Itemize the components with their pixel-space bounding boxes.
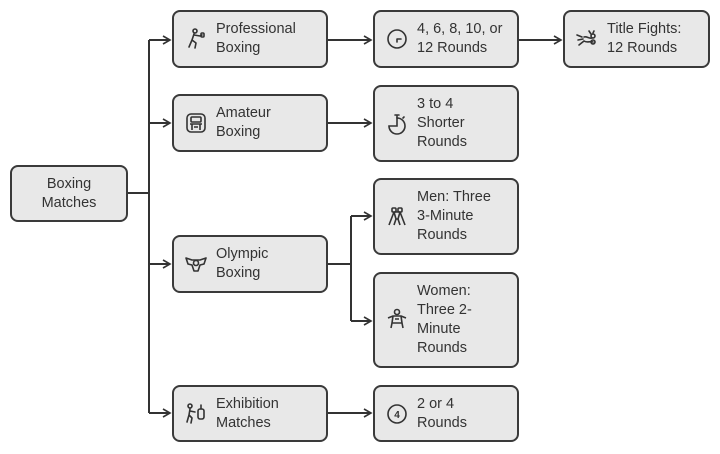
node-exhibition-matches[interactable]: Exhibition Matches — [172, 385, 328, 442]
node-pro-rounds[interactable]: 4, 6, 8, 10, or 12 Rounds — [373, 10, 519, 68]
node-olympic-women[interactable]: Women: Three 2- Minute Rounds — [373, 272, 519, 368]
node-label: Title Fights: 12 Rounds — [607, 21, 682, 56]
stopwatch-icon — [384, 111, 410, 137]
node-label: Women: Three 2- Minute Rounds — [417, 283, 472, 356]
championship-belt-icon — [183, 251, 209, 277]
node-professional-boxing[interactable]: Professional Boxing — [172, 10, 328, 68]
node-label: Amateur Boxing — [216, 105, 271, 140]
node-olympic-men[interactable]: Men: Three 3-Minute Rounds — [373, 178, 519, 255]
node-label: Olympic Boxing — [216, 246, 269, 281]
node-label: 2 or 4 Rounds — [417, 395, 467, 431]
node-amateur-rounds[interactable]: 3 to 4 Shorter Rounds — [373, 85, 519, 162]
node-title-fights[interactable]: Title Fights: 12 Rounds — [563, 10, 710, 68]
connector-olympic-split — [328, 216, 352, 321]
number-four-circle-icon: 4 — [384, 401, 410, 427]
punch-impact-icon — [574, 26, 600, 52]
clock-icon — [384, 26, 410, 52]
node-label: Men: Three 3-Minute Rounds — [417, 189, 491, 243]
svg-text:4: 4 — [394, 410, 400, 421]
node-amateur-boxing[interactable]: Amateur Boxing — [172, 94, 328, 152]
node-label: 3 to 4 Shorter Rounds — [417, 96, 467, 150]
node-boxing-matches[interactable]: Boxing Matches — [10, 165, 128, 222]
boxer-with-bag-icon — [183, 401, 209, 427]
node-exhibition-rounds[interactable]: 4 2 or 4 Rounds — [373, 385, 519, 442]
node-label: 4, 6, 8, 10, or 12 Rounds — [417, 21, 503, 56]
node-label: Exhibition Matches — [216, 395, 279, 431]
node-label: Boxing Matches — [41, 175, 97, 211]
male-boxer-icon — [384, 204, 410, 230]
node-label: Professional Boxing — [216, 21, 296, 56]
node-olympic-boxing[interactable]: Olympic Boxing — [172, 235, 328, 293]
female-boxer-icon — [384, 307, 410, 333]
headgear-icon — [183, 110, 209, 136]
boxer-punching-icon — [183, 26, 209, 52]
